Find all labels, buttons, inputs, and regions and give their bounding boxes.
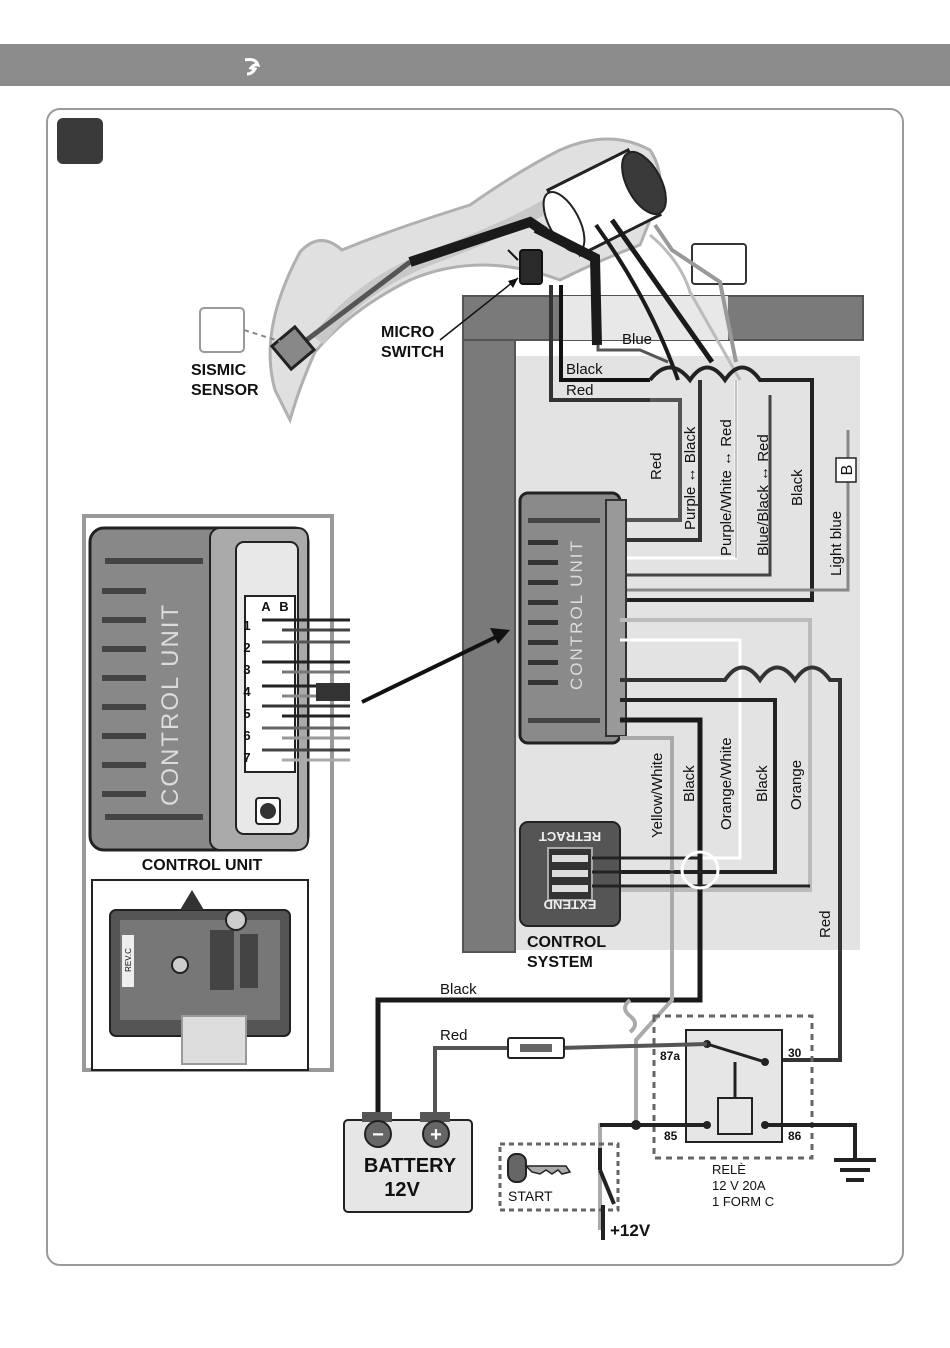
pin-30-label: 30: [788, 1046, 802, 1060]
battery-label-2: 12V: [384, 1179, 420, 1201]
pin-85-label: 85: [664, 1129, 678, 1143]
pin-87a-label: 87a: [660, 1049, 680, 1063]
wire-black-v2: Black: [681, 765, 698, 802]
battery-minus: −: [372, 1124, 384, 1146]
diagram-frame: [46, 108, 904, 1266]
control-unit-caption: CONTROL UNIT: [142, 857, 263, 874]
pcb-marking: REV.C: [124, 948, 133, 972]
wire-black-v3: Black: [754, 765, 771, 802]
car-logo-icon: [244, 58, 261, 76]
wire-yellow-white: Yellow/White: [649, 753, 666, 838]
wire-purple-black: Purple ↔ Black: [682, 426, 699, 530]
pin-6: 6: [243, 728, 250, 743]
connector-col-a: A: [261, 599, 271, 614]
rele-label-1: RELÈ: [712, 1162, 746, 1177]
wire-blue: Blue: [622, 331, 652, 348]
connector-col-b: B: [279, 599, 288, 614]
top-tag: [691, 243, 747, 285]
mast-vertical: [462, 295, 516, 953]
control-unit-panel: CONTROL UNIT: [518, 491, 627, 745]
pin-2: 2: [243, 640, 250, 655]
sismic-label-1: SISMIC: [191, 362, 247, 379]
connector-wires: [262, 618, 350, 762]
wire-light-blue: Light blue: [828, 511, 845, 576]
retract-label: RETRACT: [539, 829, 601, 844]
control-system-label-1: CONTROL: [527, 934, 606, 951]
rele-label-3: 1 FORM C: [712, 1194, 774, 1209]
pin-4: 4: [243, 684, 251, 699]
wire-orange-white: Orange/White: [718, 737, 735, 830]
b-marker: [835, 457, 857, 483]
pin-86-label: 86: [788, 1129, 802, 1143]
micro-label-1: MICRO: [381, 324, 434, 341]
wire-red-v: Red: [648, 452, 665, 480]
control-unit-detail: CONTROL UNIT A B 1 2 3 4 5 6 7: [88, 526, 310, 852]
battery: − +: [343, 1112, 473, 1213]
extend-label: EXTEND: [544, 897, 597, 912]
micro-switch: [519, 249, 543, 285]
ground-icon: [834, 1158, 876, 1182]
wire-red-batt: Red: [440, 1027, 468, 1044]
step-badge: [57, 118, 103, 164]
wire-purplewhite-red: Purple/White ↔ Red: [718, 419, 735, 556]
pin-1: 1: [243, 618, 250, 633]
wire-red-right: Red: [817, 910, 834, 938]
sismic-label-2: SENSOR: [191, 382, 259, 399]
control-unit-panel-title: CONTROL UNIT: [567, 539, 586, 690]
pcb-photo: REV.C: [91, 879, 309, 1071]
wire-black-v1: Black: [789, 469, 806, 506]
micro-label-2: SWITCH: [381, 344, 444, 361]
control-system-label-2: SYSTEM: [527, 954, 593, 971]
pin-7: 7: [243, 750, 250, 765]
start-switch-box: [498, 1142, 620, 1212]
plus12v-label: +12V: [610, 1221, 651, 1240]
battery-label-1: BATTERY: [364, 1155, 457, 1177]
control-unit-detail-title: CONTROL UNIT: [157, 603, 184, 806]
connector-latch-icon: [260, 803, 276, 819]
wire-black-top: Black: [566, 361, 603, 378]
pin-3: 3: [243, 662, 250, 677]
wire-blueblack-red: Blue/Black ↔ Red: [755, 434, 772, 556]
pointer-arrow: [361, 634, 499, 704]
b-marker-label: B: [839, 465, 856, 476]
header-bar: [0, 44, 950, 86]
motor-cylinder: [542, 147, 667, 258]
wire-red-top: Red: [566, 382, 594, 399]
wire-black-batt: Black: [440, 981, 477, 998]
key-icon: [507, 1153, 572, 1183]
control-system: RETRACT EXTEND: [519, 821, 621, 927]
start-label: START: [508, 1188, 553, 1204]
pin-5: 5: [243, 706, 250, 721]
rele-label-2: 12 V 20A: [712, 1178, 766, 1193]
wire-orange: Orange: [788, 760, 805, 810]
sismic-sensor-tag: [199, 307, 245, 353]
battery-plus: +: [430, 1124, 442, 1146]
sismic-sensor: [269, 324, 317, 372]
